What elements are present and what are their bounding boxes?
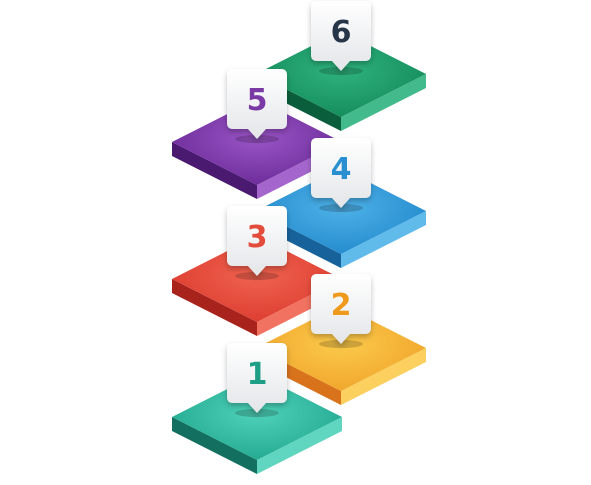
step-2-top-face: [256, 305, 426, 391]
step-5-left-face: [172, 142, 257, 199]
step-2-right-face: [341, 348, 426, 405]
step-4-right-face: [341, 211, 426, 268]
step-6: 6: [256, 1, 426, 131]
step-5-top-face: [172, 99, 342, 185]
step-1-right-face: [257, 417, 342, 474]
step-1-top-face: [172, 374, 342, 460]
step-5-marker: [227, 69, 287, 139]
step-4-top-face: [256, 168, 426, 254]
step-3-top-face: [172, 236, 342, 322]
step-6-number: 6: [331, 15, 352, 50]
step-1-left-face: [172, 417, 257, 474]
step-5-number: 5: [247, 83, 268, 118]
step-3: 3: [172, 206, 342, 336]
step-6-marker: [311, 1, 371, 71]
step-4: 4: [256, 138, 426, 268]
step-3-number: 3: [247, 220, 268, 255]
step-2-number: 2: [331, 288, 352, 323]
step-4-number: 4: [331, 152, 352, 187]
step-1: 1: [172, 343, 342, 474]
step-1-marker: [227, 343, 287, 413]
step-6-top-face: [256, 31, 426, 117]
step-3-left-face: [172, 279, 257, 336]
step-3-marker: [227, 206, 287, 276]
step-2-marker: [311, 274, 371, 344]
step-4-marker: [311, 138, 371, 208]
step-2: 2: [256, 274, 426, 405]
step-1-number: 1: [247, 357, 268, 392]
step-6-right-face: [341, 74, 426, 131]
